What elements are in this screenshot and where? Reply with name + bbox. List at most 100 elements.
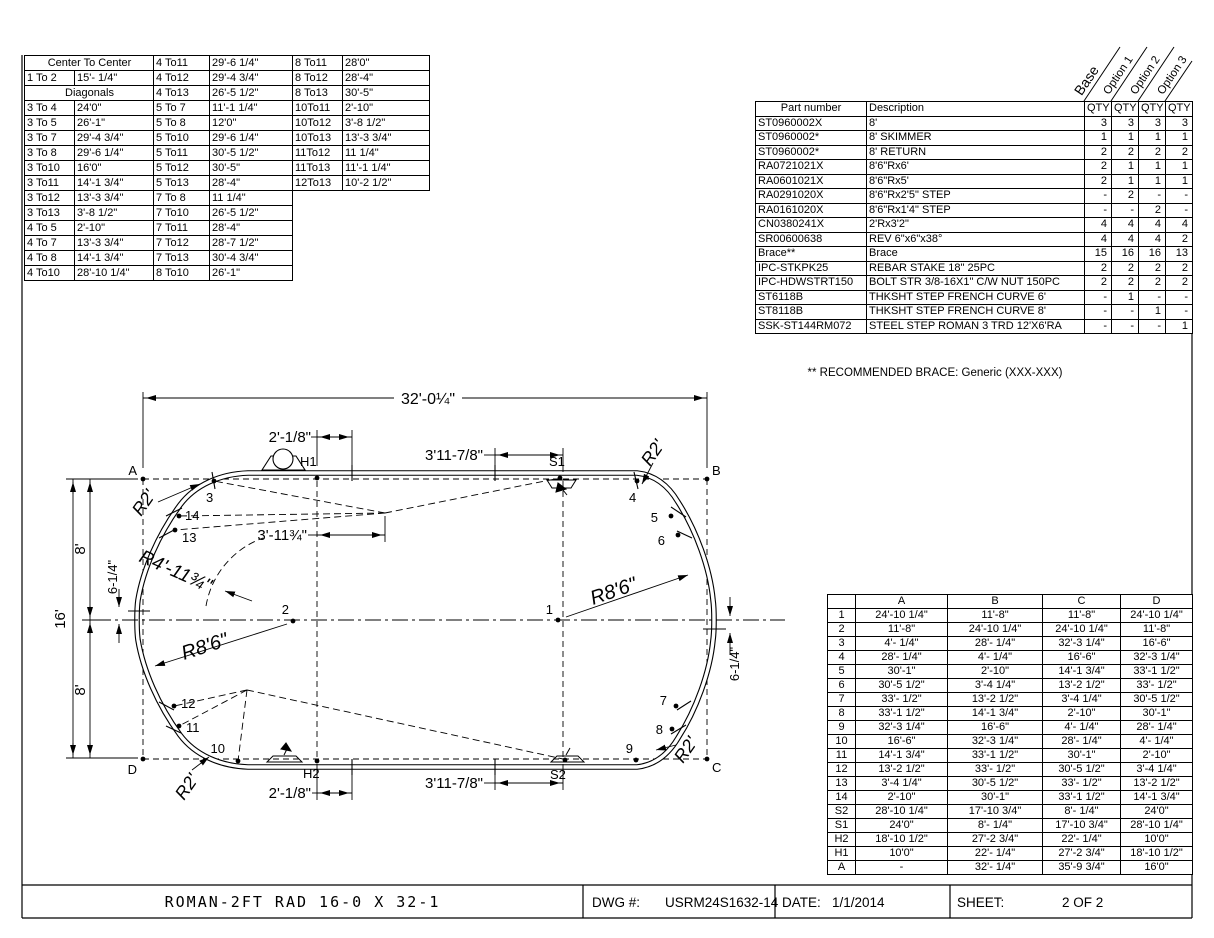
point-label-1: 1 — [546, 602, 553, 617]
coord-value: 30'-5 1/2" — [947, 776, 1043, 791]
coord-value: 28'- 1/4" — [855, 650, 948, 665]
part-qty: 2 — [1084, 144, 1112, 160]
coord-value: 33'- 1/2" — [1042, 776, 1121, 791]
radius-leaders — [154, 462, 689, 771]
coord-value: 2'-10" — [1042, 706, 1121, 721]
part-qty: 2 — [1165, 260, 1193, 276]
coord-point-id: 13 — [827, 776, 856, 791]
part-number: IPC-STKPK25 — [755, 260, 867, 276]
measure-value: 29'-4 3/4" — [73, 130, 156, 146]
part-number: ST0960002* — [755, 130, 867, 146]
measure-label: 4 To12 — [153, 70, 210, 86]
part-qty: 2 — [1084, 275, 1112, 291]
sheet-label: SHEET: — [957, 895, 1005, 910]
radius-label-corner-tl: R2' — [128, 486, 160, 520]
return-fitting-s1-icon — [546, 479, 577, 496]
measure-label: 7 To 8 — [153, 190, 210, 206]
sheet-value: 2 OF 2 — [1062, 895, 1104, 910]
measure-label: 8 To10 — [153, 265, 210, 281]
measure-value: 28'0" — [342, 55, 430, 71]
coord-value: 32'-3 1/4" — [947, 734, 1043, 749]
part-qty: 2 — [1084, 173, 1112, 189]
point-label-14: 14 — [185, 508, 199, 523]
coord-point-id: A — [827, 860, 856, 875]
point-label-h2: H2 — [303, 766, 320, 781]
coord-value: 2'-10" — [947, 664, 1043, 679]
parts-column-header: QTY — [1138, 101, 1166, 117]
measure-value: 2'-10" — [73, 220, 156, 236]
measure-label: 3 To11 — [24, 175, 75, 191]
coord-value: 32'-3 1/4" — [1120, 650, 1193, 665]
part-qty: - — [1165, 304, 1193, 320]
part-qty: 1 — [1111, 173, 1139, 189]
coord-value: 10'0" — [1120, 832, 1193, 847]
coord-value: 30'-5 1/2" — [1120, 692, 1193, 707]
coord-value: 24'0" — [855, 818, 948, 833]
measure-value: 12'0" — [209, 115, 293, 131]
coord-value: 33'-1 1/2" — [1120, 664, 1193, 679]
return-fitting-h2-icon — [265, 742, 304, 763]
measure-value: 30'-5 1/2" — [209, 145, 293, 161]
dim-label-mask — [394, 389, 462, 405]
coord-point-id: 1 — [827, 608, 856, 623]
point-label-5: 5 — [651, 510, 658, 525]
part-number: Brace** — [755, 246, 867, 262]
dim-overall-width: 32'-0¼" — [401, 391, 455, 408]
dim-right-offset: 6-1/4" — [727, 646, 742, 681]
coord-value: 30'-1" — [1042, 748, 1121, 763]
coord-value: 11'-8" — [855, 622, 948, 637]
part-qty: - — [1138, 289, 1166, 305]
point-label-4: 4 — [629, 490, 636, 505]
dim-top-left: 2'-1/8" — [269, 429, 311, 446]
dwg-number-label: DWG #: — [592, 895, 641, 910]
measure-value: 11'-1 1/4" — [209, 100, 293, 116]
measure-label: 3 To12 — [24, 190, 75, 206]
measure-label: 10To13 — [292, 130, 343, 146]
measure-value: 29'-4 3/4" — [209, 70, 293, 86]
coord-value: 22'- 1/4" — [1042, 832, 1121, 847]
coord-value: 16'-6" — [855, 734, 948, 749]
measure-value: 10'-2 1/2" — [342, 175, 430, 191]
measure-label: 5 To 8 — [153, 115, 210, 131]
measure-value: 29'-6 1/4" — [73, 145, 156, 161]
measure-value: 30'-4 3/4" — [209, 250, 293, 266]
measure-label: 11To13 — [292, 160, 343, 176]
coord-value: 33'- 1/2" — [947, 762, 1043, 777]
part-qty: 4 — [1111, 217, 1139, 233]
pool-wall-outline — [134, 470, 717, 770]
coord-value: 33'-1 1/2" — [947, 748, 1043, 763]
measure-label: 12To13 — [292, 175, 343, 191]
coord-value: 27'-2 3/4" — [1042, 846, 1121, 861]
coord-value: 4'- 1/4" — [1042, 720, 1121, 735]
measure-label: 5 To11 — [153, 145, 210, 161]
coord-point-id: 8 — [827, 706, 856, 721]
part-qty: - — [1084, 188, 1112, 204]
coord-value: 33'- 1/2" — [855, 692, 948, 707]
coord-point-id: 7 — [827, 692, 856, 707]
measure-label: 4 To10 — [24, 265, 75, 281]
part-qty: 2 — [1111, 144, 1139, 160]
part-number: RA0291020X — [755, 188, 867, 204]
part-qty: 16 — [1111, 246, 1139, 262]
point-label-2: 2 — [282, 602, 289, 617]
part-description: THKSHT STEP FRENCH CURVE 8' — [866, 304, 1085, 320]
coord-value: 28'- 1/4" — [1042, 734, 1121, 749]
part-number: ST6118B — [755, 289, 867, 305]
